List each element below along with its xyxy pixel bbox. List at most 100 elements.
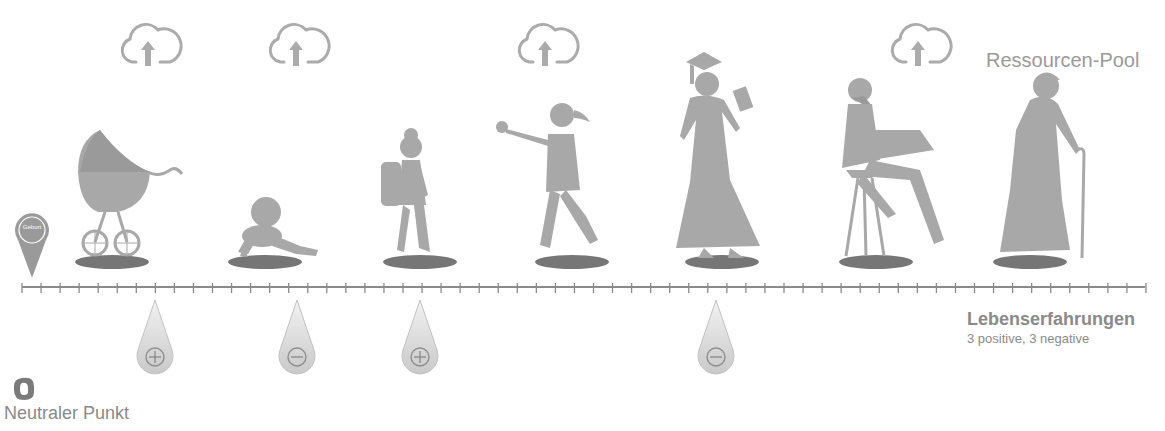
- resource-cloud-icon: [892, 25, 951, 62]
- timeline-tick: [1145, 283, 1146, 293]
- timeline-tick: [40, 283, 41, 293]
- timeline-tick: [174, 283, 175, 293]
- pram-silhouette: [78, 130, 182, 255]
- pram-silhouette: [148, 169, 182, 175]
- timeline-tick: [688, 283, 689, 293]
- timeline-tick: [612, 283, 613, 293]
- experience-drop-marker: [279, 300, 315, 374]
- ground-shadow: [75, 255, 1067, 269]
- resource-cloud-icon: [122, 25, 951, 66]
- timeline-tick: [1126, 283, 1127, 293]
- elderly-woman-silhouette: [1000, 72, 1084, 258]
- graduate-silhouette: [695, 72, 719, 96]
- girl-silhouette: [506, 129, 548, 146]
- baby-silhouette: [240, 246, 248, 257]
- timeline-tick: [1107, 283, 1108, 293]
- ground-shadow: [993, 255, 1067, 269]
- timeline-tick: [764, 283, 765, 293]
- timeline-tick: [98, 283, 99, 293]
- businesswoman-silhouette: [842, 78, 944, 256]
- girl-silhouette: [574, 110, 590, 122]
- timeline-tick: [21, 283, 22, 293]
- person-silhouette: [78, 52, 1084, 258]
- resource-cloud-icon: [911, 41, 925, 66]
- timeline-tick: [955, 283, 956, 293]
- timeline-tick: [707, 283, 708, 293]
- timeline-tick: [821, 283, 822, 293]
- resource-cloud-icon: [270, 25, 329, 66]
- timeline-tick: [250, 283, 251, 293]
- resource-cloud-icon: [519, 25, 578, 66]
- ground-shadow: [839, 255, 913, 269]
- timeline-tick: [459, 283, 460, 293]
- resource-pool-label: Ressourcen-Pool: [986, 49, 1139, 71]
- timeline-tick: [364, 283, 365, 293]
- girl-silhouette: [540, 190, 560, 248]
- ground-shadow: [685, 255, 759, 269]
- timeline-tick: [212, 283, 213, 293]
- timeline-tick: [574, 283, 575, 293]
- experience-drop-marker: [288, 348, 306, 366]
- resource-cloud-icon: [122, 25, 181, 66]
- experience-drop-marker: [137, 300, 734, 374]
- timeline-tick: [421, 283, 422, 293]
- timeline-tick: [898, 283, 899, 293]
- baby-silhouette: [272, 236, 318, 256]
- resource-cloud-icon: [519, 25, 578, 62]
- ground-shadow: [383, 255, 457, 269]
- experience-count-note: 3 positive, 3 negative: [967, 332, 1089, 346]
- timeline-tick: [117, 283, 118, 293]
- pram-silhouette: [83, 231, 139, 255]
- timeline-tick: [555, 283, 556, 293]
- timeline-tick: [440, 283, 441, 293]
- businesswoman-silhouette: [866, 130, 934, 160]
- timeline-tick: [536, 283, 537, 293]
- timeline-tick: [479, 283, 480, 293]
- timeline-tick: [631, 283, 632, 293]
- girl-silhouette: [550, 103, 574, 127]
- pram-silhouette: [78, 130, 150, 212]
- ground-shadow: [228, 255, 302, 269]
- timeline-tick: [650, 283, 651, 293]
- timeline-tick: [155, 283, 156, 293]
- neutral-point-logo: [14, 378, 34, 400]
- baby-silhouette: [238, 197, 318, 257]
- experience-drop-marker: [146, 348, 164, 366]
- businesswoman-silhouette: [846, 170, 880, 178]
- timeline-tick: [59, 283, 60, 293]
- elderly-woman-silhouette: [1000, 97, 1080, 252]
- schoolchild-silhouette: [397, 205, 410, 252]
- experience-drop-marker: [707, 348, 725, 366]
- neutral-point-logo: [20, 383, 28, 395]
- timeline-tick: [288, 283, 289, 293]
- pin-shape: [14, 212, 50, 280]
- experience-drop-marker: [402, 300, 438, 374]
- pin-label: Geburt: [14, 224, 50, 230]
- graduate-silhouette: [676, 95, 760, 248]
- resource-cloud-icon: [892, 25, 951, 66]
- timeline-tick: [193, 283, 194, 293]
- resource-cloud-icon: [270, 25, 329, 62]
- graduate-silhouette: [676, 52, 760, 258]
- resource-cloud-icon: [122, 25, 181, 62]
- timeline-tick: [593, 283, 594, 293]
- experience-drop-marker: [137, 300, 173, 374]
- timeline-tick: [726, 283, 727, 293]
- pram-silhouette: [80, 130, 150, 172]
- businesswoman-silhouette: [846, 178, 884, 256]
- timeline-tick: [860, 283, 861, 293]
- experience-drop-marker: [137, 300, 173, 374]
- graduate-silhouette: [690, 64, 694, 84]
- experience-drop-marker: [710, 356, 722, 357]
- timeline-tick: [326, 283, 327, 293]
- timeline-tick: [231, 283, 232, 293]
- timeline-tick: [517, 283, 518, 293]
- neutral-point-logo: [14, 378, 34, 400]
- ground-shadow: [535, 255, 609, 269]
- timeline-tick: [79, 283, 80, 293]
- timeline-axis: [22, 283, 1146, 293]
- experience-drop-marker: [291, 356, 303, 357]
- pin-ring: [19, 217, 45, 243]
- timeline-tick: [402, 283, 403, 293]
- baby-silhouette: [251, 197, 281, 227]
